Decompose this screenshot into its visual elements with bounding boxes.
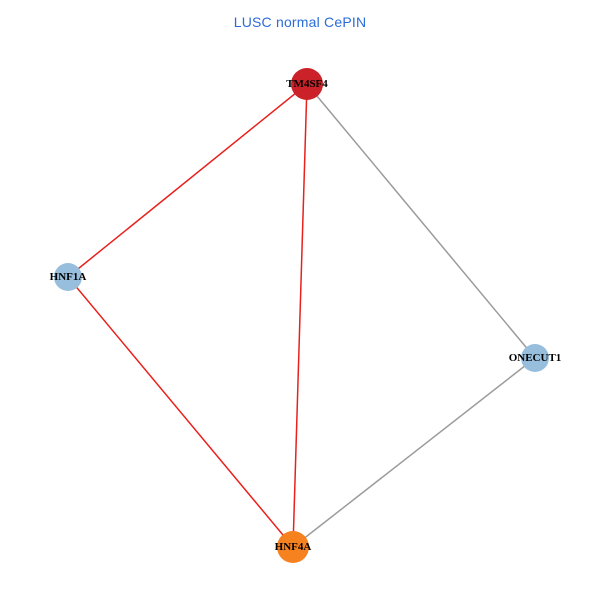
edge-HNF4A-ONECUT1 — [292, 357, 536, 548]
node-HNF1A — [54, 263, 82, 291]
node-TM4SF4 — [291, 68, 323, 100]
edge-TM4SF4-ONECUT1 — [306, 83, 536, 359]
plot-title: LUSC normal CePIN — [233, 14, 367, 30]
node-ONECUT1 — [521, 344, 549, 372]
node-label-TM4SF4: TM4SF4 — [286, 78, 328, 90]
edge-HNF1A-HNF4A — [67, 276, 294, 548]
edge-TM4SF4-HNF1A — [67, 83, 308, 278]
node-label-HNF4A: HNF4A — [275, 541, 312, 553]
edge-TM4SF4-HNF4A — [292, 83, 308, 548]
node-label-ONECUT1: ONECUT1 — [509, 352, 562, 364]
node-HNF4A — [277, 531, 309, 563]
node-label-HNF1A: HNF1A — [50, 271, 87, 283]
